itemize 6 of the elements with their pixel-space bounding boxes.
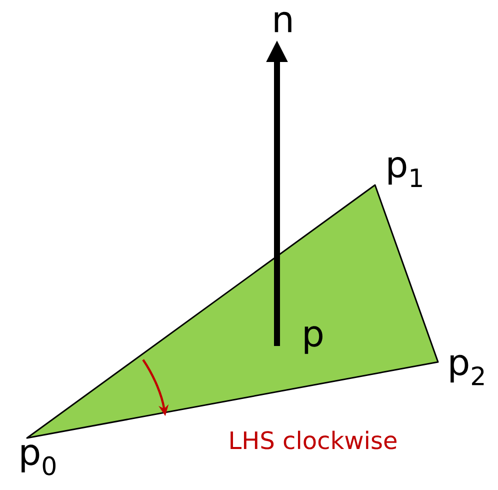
point-label: p [304,326,322,354]
annotation-text: LHS clockwise [230,430,396,450]
vector-label: n [274,12,292,32]
vertex-label: p$_{1}$ [388,157,422,187]
vertex-label: p$_{0}$ [22,444,56,476]
vertex-label: p$_{2}$ [450,354,484,386]
